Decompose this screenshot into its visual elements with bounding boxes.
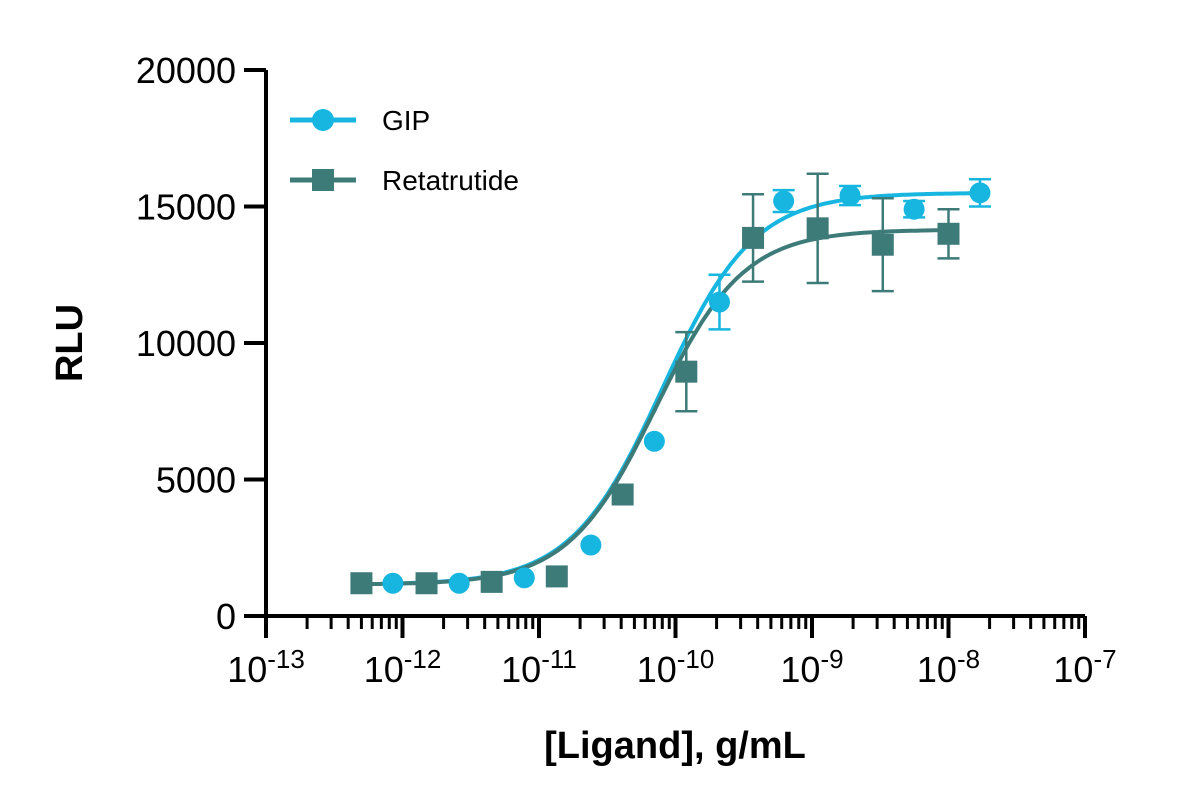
legend-label-gip: GIP: [382, 105, 430, 136]
x-axis-title: [Ligand], g/mL: [544, 725, 806, 767]
data-point-retatrutide: [545, 565, 568, 588]
legend-marker-retatrutide: [312, 169, 334, 191]
axes: 0 5000 10000 15000 20000 10-13 10-12 10-11 10-10…: [136, 50, 1117, 690]
data-point-gip: [643, 430, 665, 452]
data-point-retatrutide: [806, 217, 829, 240]
legend-marker-gip: [312, 109, 334, 131]
y-tick-label: 5000: [156, 460, 236, 501]
data-point-retatrutide: [871, 233, 894, 256]
y-tick-label: 10000: [136, 323, 236, 364]
data-point-retatrutide: [350, 572, 373, 595]
data-point-gip: [708, 291, 730, 313]
data-point-retatrutide: [742, 226, 765, 249]
x-tick-label: 10-10: [637, 644, 715, 690]
data-point-gip: [513, 567, 535, 589]
data-point-gip: [969, 182, 991, 204]
data-markers: [350, 182, 991, 595]
data-point-gip: [773, 190, 795, 212]
data-point-retatrutide: [675, 360, 698, 383]
fit-curve-retatrutide: [361, 228, 949, 587]
data-point-retatrutide: [480, 570, 503, 593]
y-tick-label: 15000: [136, 187, 236, 228]
y-tick-label: 0: [216, 596, 236, 637]
data-point-gip: [839, 185, 861, 207]
data-point-gip: [382, 572, 404, 594]
y-axis-title: RLU: [49, 304, 91, 382]
data-point-gip: [903, 198, 925, 220]
legend: GIP Retatrutide: [290, 105, 519, 196]
data-point-retatrutide: [415, 572, 438, 595]
x-tick-label: 10-13: [227, 644, 305, 690]
x-tick-label: 10-12: [364, 644, 442, 690]
x-tick-label: 10-11: [501, 644, 577, 690]
data-point-retatrutide: [937, 222, 960, 245]
legend-label-retatrutide: Retatrutide: [382, 165, 519, 196]
x-tick-label: 10-9: [780, 644, 843, 690]
y-tick-label: 20000: [136, 50, 236, 91]
x-tick-label: 10-7: [1053, 644, 1116, 690]
data-point-gip: [580, 534, 602, 556]
x-tick-label: 10-8: [917, 644, 980, 690]
data-point-retatrutide: [611, 483, 634, 506]
data-point-gip: [448, 572, 470, 594]
